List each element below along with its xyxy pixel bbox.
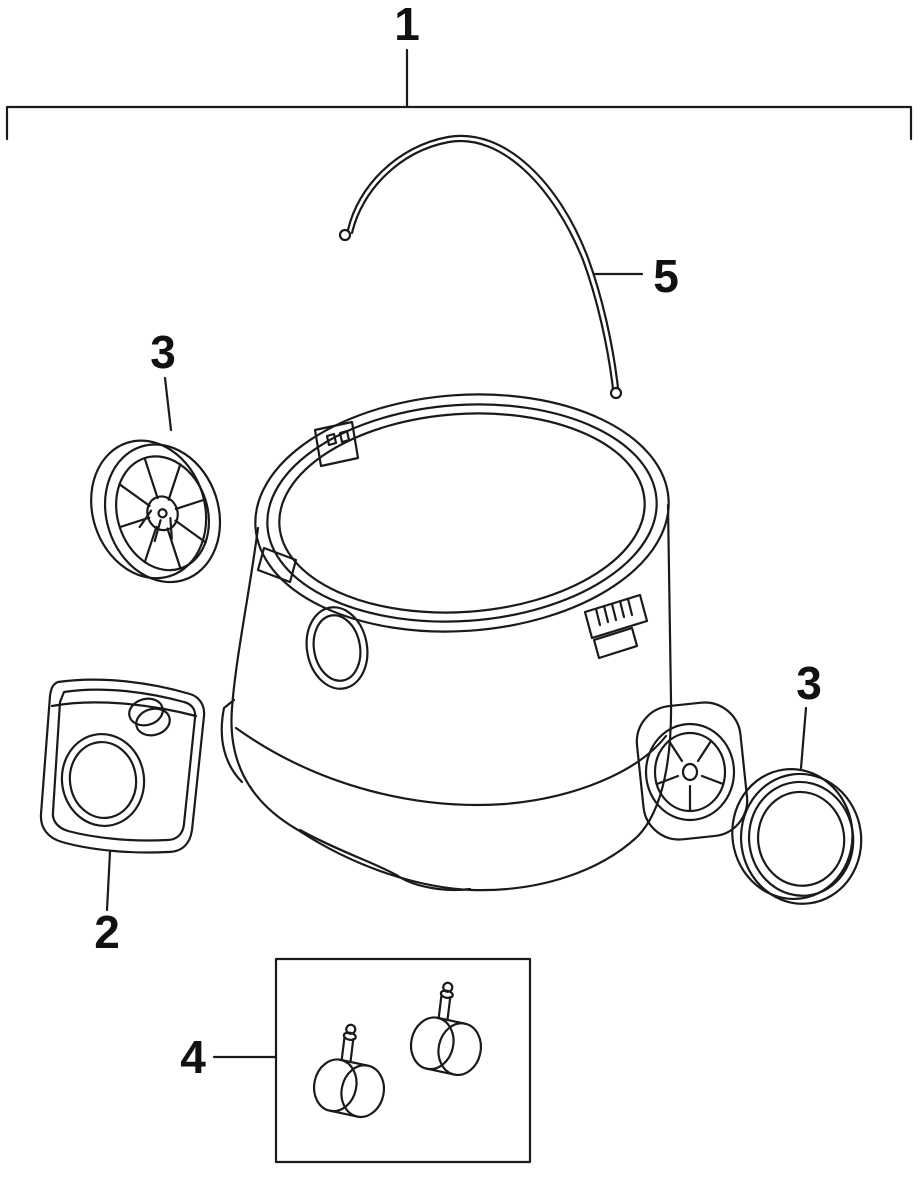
wheel-left-hub: [146, 495, 179, 532]
leader-line-2: [105, 850, 112, 912]
cover-drawing: [39, 678, 206, 854]
handle-end-hook-right: [609, 386, 623, 400]
tank-wheel-mount-spokes: [655, 739, 725, 812]
handle-end-hook-left: [338, 228, 352, 242]
caster-left-stem: [340, 1023, 357, 1064]
tank-drawing: [220, 393, 749, 892]
caster-right-stem: [437, 981, 454, 1022]
assembly-bracket: [5, 48, 913, 141]
tank-rim-latch: [583, 593, 649, 660]
diagram-linework: 1 5 3 3 2 4: [5, 0, 913, 1164]
tank-inlet-port: [305, 606, 369, 690]
part-label-4: 4: [180, 1031, 206, 1083]
wheel-left-side: [90, 439, 208, 580]
caster-left-back: [312, 1058, 358, 1113]
caster-kit-box: [274, 957, 532, 1164]
cover-outline: [39, 678, 206, 854]
wheel-right-drawing: [731, 768, 863, 905]
part-label-3-left: 3: [150, 326, 176, 378]
leader-line-3-left: [163, 376, 173, 432]
tank-wheel-mount: [635, 701, 749, 841]
caster-right-face: [437, 1022, 483, 1077]
wheel-right-ring: [747, 780, 855, 897]
caster-right-back: [409, 1016, 455, 1071]
tank-body-outline: [230, 503, 673, 892]
part-label-3-right: 3: [796, 657, 822, 709]
wheel-left-axle-prongs: [138, 508, 173, 543]
caster-left-face: [340, 1064, 386, 1119]
wheel-right-cap: [756, 790, 846, 887]
cover-port-hole: [60, 732, 146, 828]
wheel-left-spokes: [118, 457, 207, 569]
tank-front-step: [220, 698, 244, 784]
caster-left: [312, 1023, 386, 1119]
handle-drawing: [338, 134, 623, 400]
cover-knob: [128, 697, 171, 737]
tank-rim: [254, 393, 670, 633]
tank-bottom-wave: [298, 828, 472, 892]
part-label-5: 5: [653, 250, 679, 302]
cover-inner-line: [51, 688, 197, 842]
caster-kit-drawing: [274, 957, 532, 1164]
tank-wheel-mount-hub: [681, 762, 699, 782]
part-label-1: 1: [394, 0, 420, 50]
tank-base-contour: [234, 726, 668, 807]
leader-line-3-right: [799, 706, 808, 770]
wheel-left-face: [103, 443, 222, 584]
caster-right: [409, 981, 483, 1077]
cover-crease: [50, 701, 198, 718]
tank-rim-bracket: [313, 420, 360, 468]
part-label-2: 2: [94, 906, 120, 958]
wheel-right-face: [739, 772, 863, 905]
tank-rim-clip: [256, 546, 298, 584]
wheel-left-drawing: [90, 439, 222, 584]
